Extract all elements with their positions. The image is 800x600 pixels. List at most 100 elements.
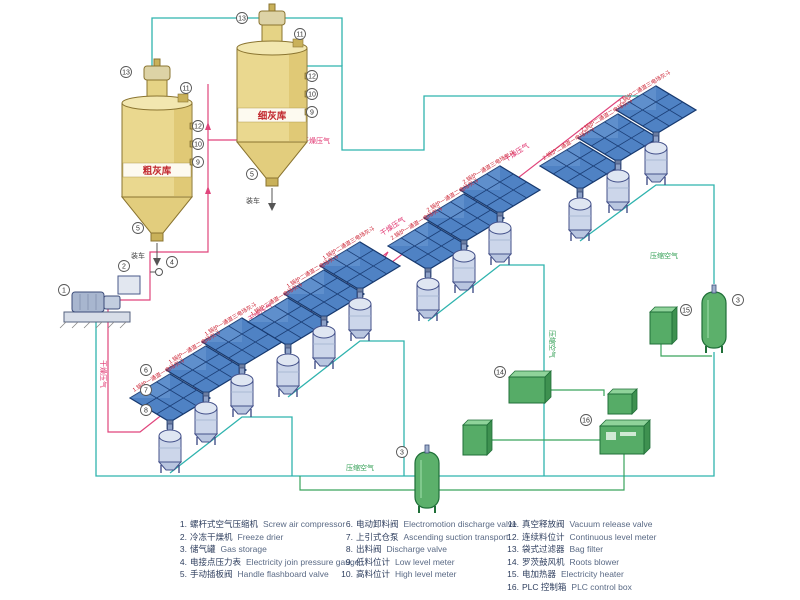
legend-item-zh: 出料阀: [356, 544, 382, 554]
gas-storage-tank: [414, 444, 440, 514]
callout-number: 4: [170, 260, 174, 267]
pressure-gauge: [155, 268, 163, 276]
suction-pump: [158, 423, 182, 474]
callout-number: 3: [736, 298, 740, 305]
legend-item-en: Electricity join pressure gauge: [246, 556, 360, 567]
compressed-air-label: 压缩空气: [346, 463, 374, 472]
callouts: 13 11 12 10 9 5 13 11 12 10 9 5 1 2 4 6 …: [58, 12, 744, 458]
coarse-ash-silo: 粗灰库 装车: [120, 58, 199, 266]
callout: 2: [118, 260, 130, 272]
compressor-head: [103, 295, 121, 310]
callout-number: 8: [144, 408, 148, 415]
legend-item: 3.储气罐 Gas storage: [172, 543, 332, 556]
silo-outlet-valve: [265, 177, 279, 187]
legend-item-zh: PLC 控制箱: [522, 581, 567, 592]
callout: 1: [58, 284, 70, 296]
pipe-segment: [287, 340, 405, 476]
legend-item-zh: 袋式过滤器: [522, 544, 565, 554]
air-compressor-unit: [59, 268, 163, 329]
gas-storage-tank: [701, 284, 727, 354]
silo-label: 细灰库: [258, 110, 287, 122]
callout-number: 10: [308, 92, 316, 99]
callout-number: 6: [144, 368, 148, 375]
suction-pump: [644, 135, 668, 186]
pipe-segment: [427, 264, 545, 476]
legend-item-zh: 真空释放阀: [522, 519, 565, 529]
legend-item-number: 10.: [341, 569, 353, 579]
callout: 16: [580, 414, 592, 426]
legend-item-zh: 电接点压力表: [190, 556, 242, 567]
legend-item-zh: 冷冻干燥机: [190, 531, 233, 542]
hopper-groups: [129, 85, 697, 474]
suction-pump: [488, 215, 512, 266]
pipe-segment: [286, 65, 656, 151]
legend-item-zh: 手动插板阀: [190, 569, 233, 579]
legend-item-en: Handle flashboard valve: [237, 569, 329, 579]
legend-item-zh: 高料位计: [356, 569, 391, 579]
callout: 11: [180, 82, 192, 94]
callout: 10: [306, 88, 318, 100]
silo-label-band: [122, 162, 192, 178]
callout: 6: [140, 364, 152, 376]
right-side-equipment: [414, 284, 727, 514]
legend-item-number: 16.: [507, 581, 519, 592]
silo-label: 粗灰库: [143, 165, 172, 177]
silo-bag-filter: [258, 10, 286, 26]
legend-item-en: Ascending suction transport: [403, 531, 509, 542]
fine-ash-silo: 细灰库 装车: [235, 3, 314, 211]
callout-number: 1: [62, 288, 66, 295]
callout-number: 13: [238, 16, 246, 23]
legend-item-en: Bag filter: [569, 544, 604, 554]
callout-number: 16: [582, 418, 590, 425]
legend-item-number: 1.: [179, 519, 187, 529]
callout-number: 15: [682, 308, 690, 315]
callout: 3: [396, 446, 408, 458]
compressor-base: [63, 311, 131, 323]
legend-item-number: 6.: [345, 519, 353, 529]
flow-arrow-icon: [205, 122, 211, 130]
base-hatching: [59, 321, 127, 329]
callout-number: 2: [122, 264, 126, 271]
callout-number: 10: [194, 142, 202, 149]
callout: 12: [192, 120, 204, 132]
callout-number: 9: [196, 160, 200, 167]
freeze-drier: [117, 275, 141, 295]
callout-number: 3: [400, 450, 404, 457]
equipment-box: [462, 419, 493, 456]
legend-item-zh: 储气罐: [190, 544, 216, 554]
legend-item-en: Roots blower: [569, 556, 620, 567]
equipment-box: [607, 388, 638, 415]
silo-top: [236, 40, 308, 56]
legend-item-en: Gas storage: [220, 544, 267, 554]
flow-arrow-icon: [205, 186, 211, 194]
callout-number: 12: [194, 124, 202, 131]
legend-item-zh: 螺杆式空气压缩机: [190, 519, 259, 529]
pipe-segment: [169, 416, 293, 476]
legend-item-en: Continuous level meter: [569, 531, 657, 542]
callout: 11: [294, 28, 306, 40]
legend-item-number: 14.: [507, 556, 519, 567]
legend-item-en: Freeze drier: [237, 531, 284, 542]
callout-number: 11: [182, 86, 189, 93]
callout: 12: [306, 70, 318, 82]
truck-arrow-head-icon: [153, 258, 161, 266]
loading-label: 装车: [246, 196, 260, 205]
legend-item-en: Discharge valve: [386, 544, 447, 554]
legend-item-number: 3.: [179, 544, 187, 554]
callout: 9: [306, 106, 318, 118]
callout: 13: [236, 12, 248, 24]
callout-number: 5: [250, 172, 254, 179]
legend-item-en: Screw air compressor: [263, 519, 346, 529]
compressed-air-pipes: [299, 344, 712, 491]
silo-outlet-valve: [150, 232, 164, 242]
suction-pump: [606, 163, 630, 214]
diagram-canvas: 干燥压气 干燥压气 干燥压气 干燥压气 干燥压气 压缩空气 压缩空气 压缩空气 …: [58, 3, 744, 514]
legend-item-number: 5.: [179, 569, 187, 579]
